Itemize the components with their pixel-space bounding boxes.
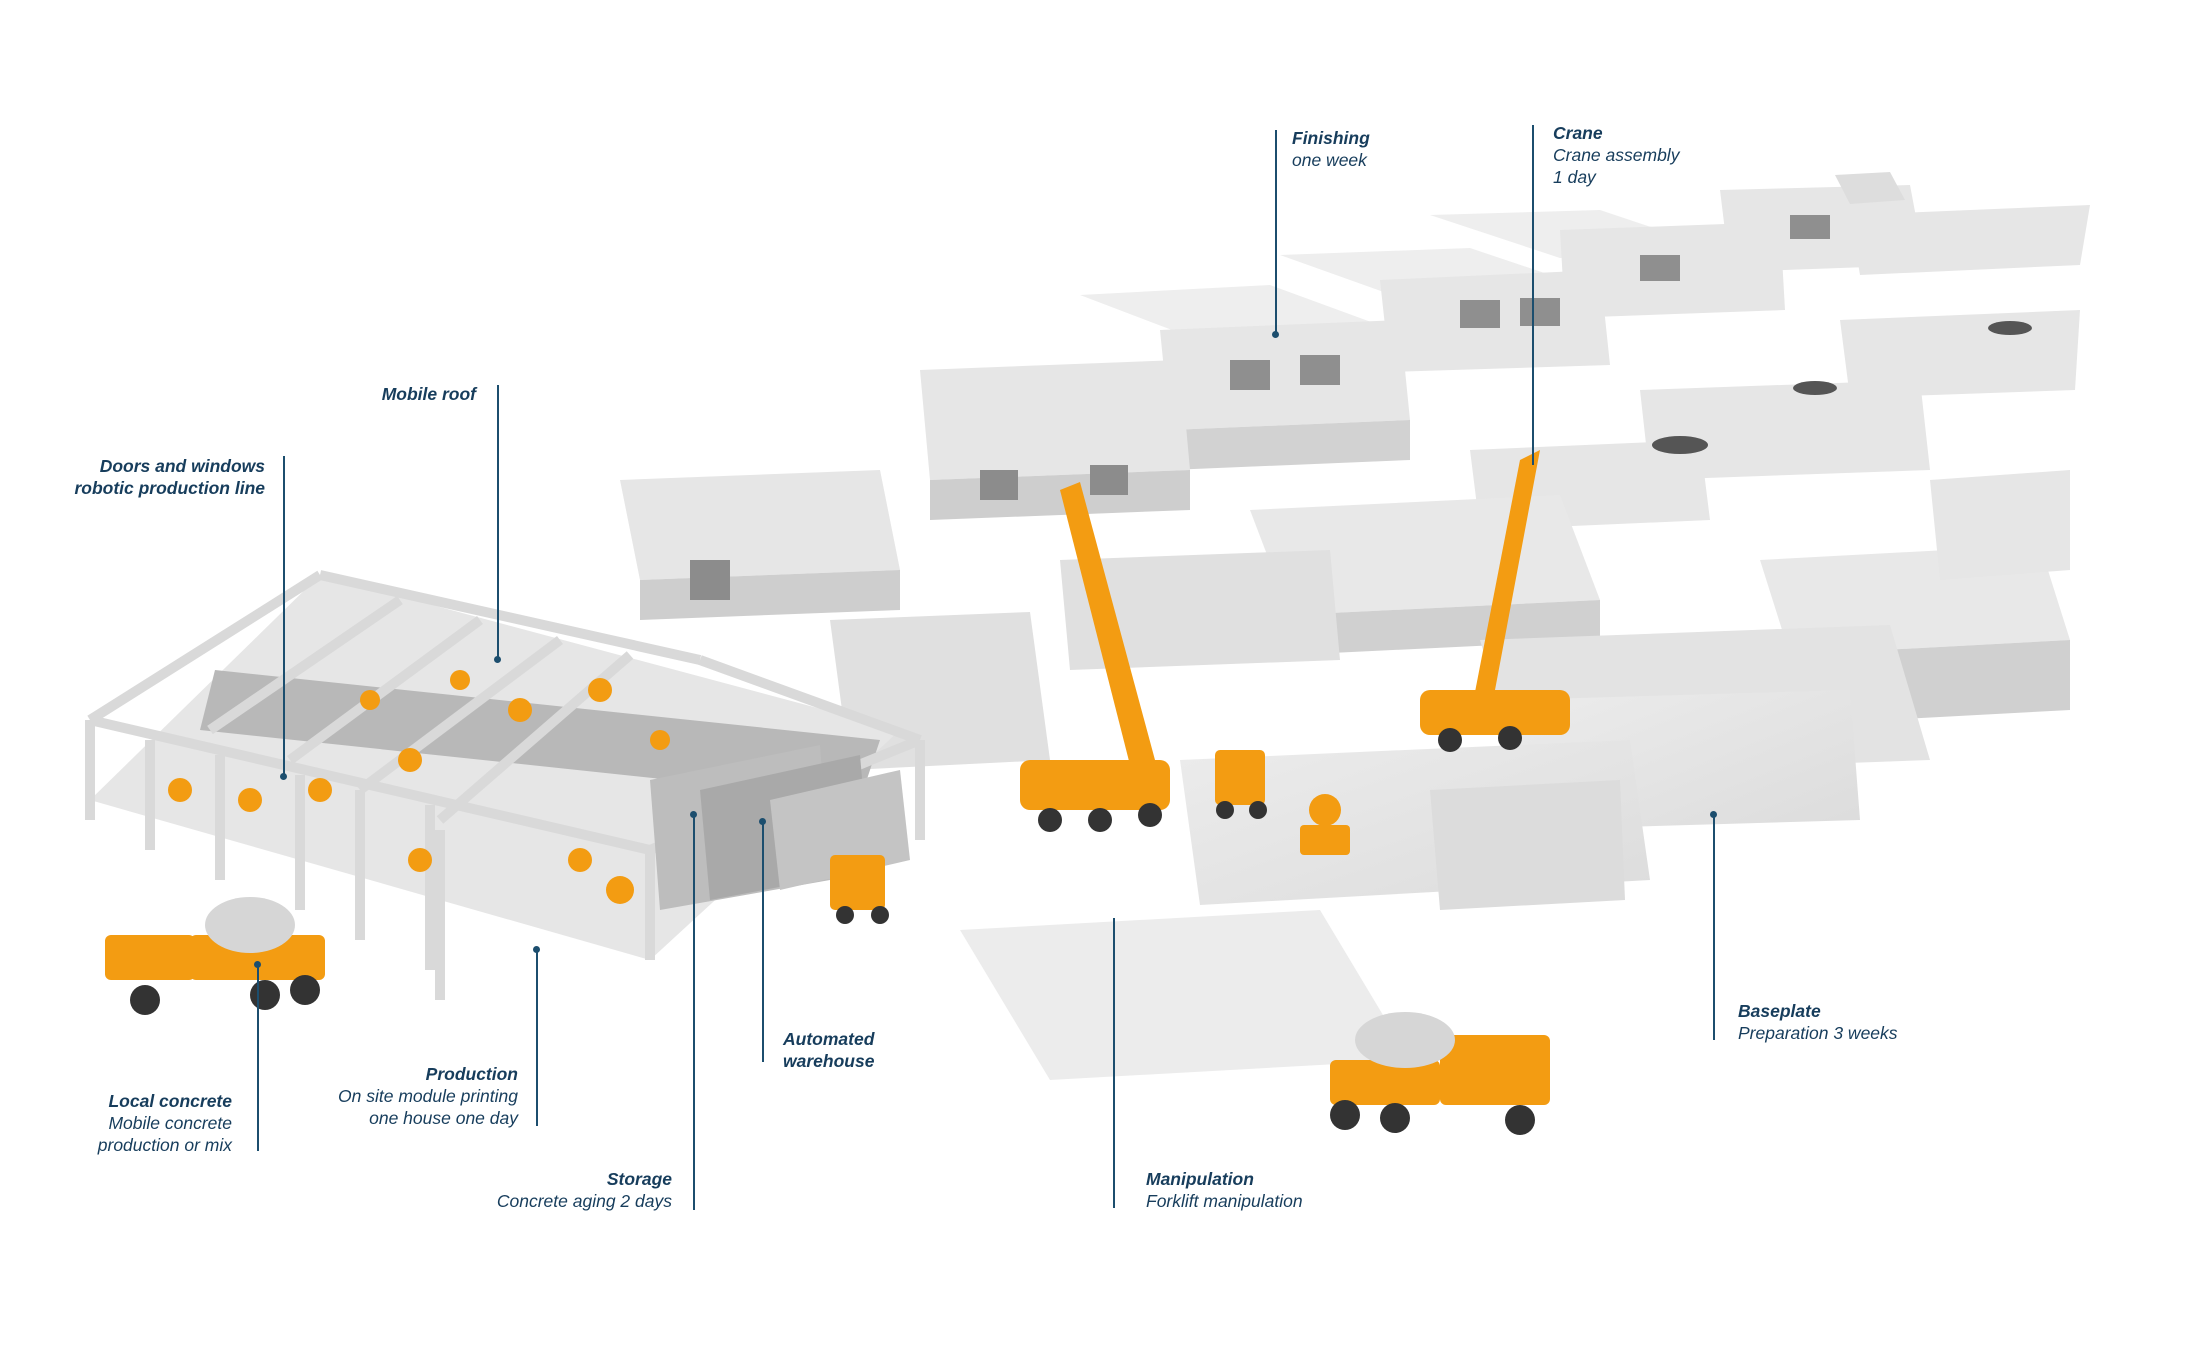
callout-line2: 1 day xyxy=(1553,167,1596,187)
machinery xyxy=(105,450,1570,1135)
callout-title-line1: Automated xyxy=(783,1029,875,1049)
leader-finishing xyxy=(1275,130,1277,335)
leader-storage xyxy=(693,815,695,1210)
leader-baseplate xyxy=(1713,815,1715,1040)
callout-title: Baseplate xyxy=(1738,1001,1821,1021)
callout-storage: Storage Concrete aging 2 days xyxy=(440,1168,672,1212)
leader-dot-doors-windows xyxy=(280,773,287,780)
callout-title-line1: Doors and windows xyxy=(99,456,265,476)
leader-dot-mobile-roof xyxy=(494,656,501,663)
callout-local-concrete: Local concrete Mobile concrete productio… xyxy=(40,1090,232,1156)
callout-title: Mobile roof xyxy=(381,384,476,404)
callout-manipulation: Manipulation Forklift manipulation xyxy=(1146,1168,1303,1212)
leader-dot-baseplate xyxy=(1710,811,1717,818)
callout-title-line2: robotic production line xyxy=(74,478,265,498)
callout-line1: Concrete aging 2 days xyxy=(496,1191,672,1211)
callout-title: Production xyxy=(425,1064,518,1084)
leader-mobile-roof xyxy=(497,385,499,660)
leader-doors-windows xyxy=(283,456,285,776)
callout-title: Finishing xyxy=(1292,128,1370,148)
leader-local-concrete xyxy=(257,965,259,1151)
callout-title-line2: warehouse xyxy=(783,1051,875,1071)
leader-dot-storage xyxy=(690,811,697,818)
leader-dot-warehouse xyxy=(759,818,766,825)
callout-production: Production On site module printing one h… xyxy=(290,1063,518,1129)
callout-title: Storage xyxy=(606,1169,672,1189)
leader-dot-finishing xyxy=(1272,331,1279,338)
callout-title: Local concrete xyxy=(108,1091,232,1111)
callout-doors-windows: Doors and windows robotic production lin… xyxy=(40,455,265,499)
callout-line1: Preparation 3 weeks xyxy=(1738,1023,1898,1043)
leader-production xyxy=(536,950,538,1126)
finished-houses-back xyxy=(1080,172,2090,530)
callout-baseplate: Baseplate Preparation 3 weeks xyxy=(1738,1000,1898,1044)
callout-line1: Crane assembly xyxy=(1553,145,1680,165)
callout-warehouse: Automated warehouse xyxy=(783,1028,874,1072)
callout-finishing: Finishing one week xyxy=(1292,127,1370,171)
callout-line1: Forklift manipulation xyxy=(1146,1191,1303,1211)
callout-line1: On site module printing xyxy=(338,1086,518,1106)
callout-title: Manipulation xyxy=(1146,1169,1254,1189)
printed-shells xyxy=(830,550,1930,1080)
callout-crane: Crane Crane assembly 1 day xyxy=(1553,122,1679,188)
leader-dot-production xyxy=(533,946,540,953)
callout-title: Crane xyxy=(1553,123,1603,143)
leader-manipulation xyxy=(1113,918,1115,1208)
callout-mobile-roof: Mobile roof xyxy=(330,383,476,405)
leader-warehouse xyxy=(762,822,764,1062)
callout-line1: one week xyxy=(1292,150,1367,170)
callout-line2: one house one day xyxy=(369,1108,518,1128)
callout-line2: production or mix xyxy=(97,1135,232,1155)
callout-line1: Mobile concrete xyxy=(108,1113,232,1133)
leader-dot-local-concrete xyxy=(254,961,261,968)
leader-crane xyxy=(1532,125,1534,465)
